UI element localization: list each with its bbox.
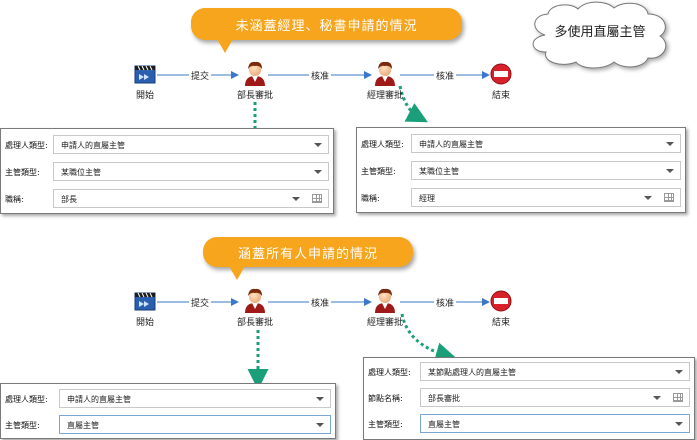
field-value: 申請人的直屬主管 xyxy=(61,141,125,150)
form-panel-1: 處理人類型: 申請人的直屬主管 主管類型: 某職位主管 職稱: 部長 xyxy=(0,128,334,214)
dropdown-icon[interactable] xyxy=(316,423,324,427)
field-value: 直屬主管 xyxy=(428,420,460,429)
dropdown-icon[interactable] xyxy=(644,196,652,200)
field-value: 部長 xyxy=(61,195,77,204)
flow1-node-mgr: 經理審批 xyxy=(366,91,404,101)
field-label: 處理人類型: xyxy=(5,395,48,404)
callout-bottom-text: 涵蓋所有人申請的情況 xyxy=(237,246,378,262)
form-row: 處理人類型: 申請人的直屬主管 xyxy=(357,132,685,156)
supervisor-type-select[interactable]: 某職位主管 xyxy=(53,162,329,181)
field-label: 處理人類型: xyxy=(5,141,48,150)
form-row: 處理人類型: 申請人的直屬主管 xyxy=(1,133,333,157)
supervisor-type-select[interactable]: 某職位主管 xyxy=(411,161,681,180)
field-value: 某職位主管 xyxy=(61,168,101,177)
handler-type-select[interactable]: 申請人的直屬主管 xyxy=(59,389,331,408)
form-row: 主管類型: 某職位主管 xyxy=(1,160,333,184)
dropdown-icon[interactable] xyxy=(666,169,674,173)
dropdown-icon[interactable] xyxy=(675,422,683,426)
field-label: 主管類型: xyxy=(361,167,396,176)
field-value: 申請人的直屬主管 xyxy=(419,140,483,149)
user-icon xyxy=(245,288,265,313)
dropdown-icon[interactable] xyxy=(316,397,324,401)
form-row: 職稱: 部長 xyxy=(1,187,333,211)
flow1-edge-label-2: 核准 xyxy=(308,69,332,82)
grid-icon[interactable] xyxy=(664,193,674,202)
field-label: 主管類型: xyxy=(368,420,403,429)
cloud-shape xyxy=(532,1,667,69)
form-panel-3: 處理人類型: 申請人的直屬主管 主管類型: 直屬主管 xyxy=(0,383,336,439)
field-value: 申請人的直屬主管 xyxy=(67,395,131,404)
user-icon xyxy=(375,288,395,313)
callout-top: 未涵蓋經理、秘書申請的情況 xyxy=(191,8,462,53)
start-icon xyxy=(134,65,156,84)
handler-type-select[interactable]: 申請人的直屬主管 xyxy=(53,135,329,154)
dropdown-icon[interactable] xyxy=(675,370,683,374)
dropdown-icon[interactable] xyxy=(666,142,674,146)
form-row: 處理人類型: 申請人的直屬主管 xyxy=(1,387,335,411)
callout-bottom: 涵蓋所有人申請的情況 xyxy=(203,237,413,280)
dropdown-icon[interactable] xyxy=(314,143,322,147)
user-icon xyxy=(245,61,265,86)
flow2-node-end: 結束 xyxy=(491,318,511,328)
flow2-node-start: 開始 xyxy=(135,318,155,328)
field-value: 直屬主管 xyxy=(67,421,99,430)
grid-icon[interactable] xyxy=(312,194,322,203)
callout-top-text: 未涵蓋經理、秘書申請的情況 xyxy=(235,18,418,34)
form-panel-2: 處理人類型: 申請人的直屬主管 主管類型: 某職位主管 職稱: 經理 xyxy=(356,127,686,213)
cloud-text: 多使用直屬主管 xyxy=(554,25,646,40)
form-row: 職稱: 經理 xyxy=(357,186,685,210)
field-label: 職稱: xyxy=(5,195,24,204)
field-label: 處理人類型: xyxy=(368,368,411,377)
user-icon xyxy=(375,61,395,86)
flow2-node-mgr: 經理審批 xyxy=(366,318,404,328)
field-label: 主管類型: xyxy=(5,421,40,430)
end-icon xyxy=(490,290,512,312)
flow2-node-dept: 部長審批 xyxy=(236,318,274,328)
connector-4 xyxy=(400,313,457,363)
start-icon xyxy=(134,292,156,311)
flow1-node-dept: 部長審批 xyxy=(236,91,274,101)
title-select[interactable]: 經理 xyxy=(411,188,681,207)
flow1-node-end: 結束 xyxy=(491,91,511,101)
dropdown-icon[interactable] xyxy=(292,197,300,201)
field-value: 某職位主管 xyxy=(419,167,459,176)
node-name-select[interactable]: 部長審批 xyxy=(420,388,690,407)
form-row: 主管類型: 直屬主管 xyxy=(1,413,335,437)
handler-type-select[interactable]: 某節點處理人的直屬主管 xyxy=(420,362,690,381)
flow2-edge-label-2: 核准 xyxy=(308,296,332,309)
flow1-edge-label-1: 提交 xyxy=(188,69,212,82)
field-label: 主管類型: xyxy=(5,168,40,177)
field-value: 部長審批 xyxy=(428,394,460,403)
flow2-edge-label-3: 核准 xyxy=(433,296,457,309)
form-row: 主管類型: 直屬主管 xyxy=(364,412,694,436)
form-row: 主管類型: 某職位主管 xyxy=(357,159,685,183)
field-value: 經理 xyxy=(419,194,435,203)
connector-2 xyxy=(398,85,428,123)
flow1-edge-label-3: 核准 xyxy=(433,69,457,82)
form-row: 處理人類型: 某節點處理人的直屬主管 xyxy=(364,360,694,384)
field-value: 某節點處理人的直屬主管 xyxy=(428,368,516,377)
flow1-node-start: 開始 xyxy=(135,91,155,101)
end-icon xyxy=(490,63,512,85)
supervisor-type-select[interactable]: 直屬主管 xyxy=(420,414,690,433)
supervisor-type-select[interactable]: 直屬主管 xyxy=(59,415,331,434)
flow2-edge-label-1: 提交 xyxy=(188,296,212,309)
field-label: 職稱: xyxy=(361,194,380,203)
dropdown-icon[interactable] xyxy=(314,170,322,174)
form-panel-4: 處理人類型: 某節點處理人的直屬主管 節點名稱: 部長審批 主管類型: 直屬主管 xyxy=(363,357,695,440)
field-label: 節點名稱: xyxy=(368,394,403,403)
handler-type-select[interactable]: 申請人的直屬主管 xyxy=(411,134,681,153)
grid-icon[interactable] xyxy=(673,393,683,402)
form-row: 節點名稱: 部長審批 xyxy=(364,386,694,410)
title-select[interactable]: 部長 xyxy=(53,189,329,208)
field-label: 處理人類型: xyxy=(361,140,404,149)
dropdown-icon[interactable] xyxy=(653,396,661,400)
